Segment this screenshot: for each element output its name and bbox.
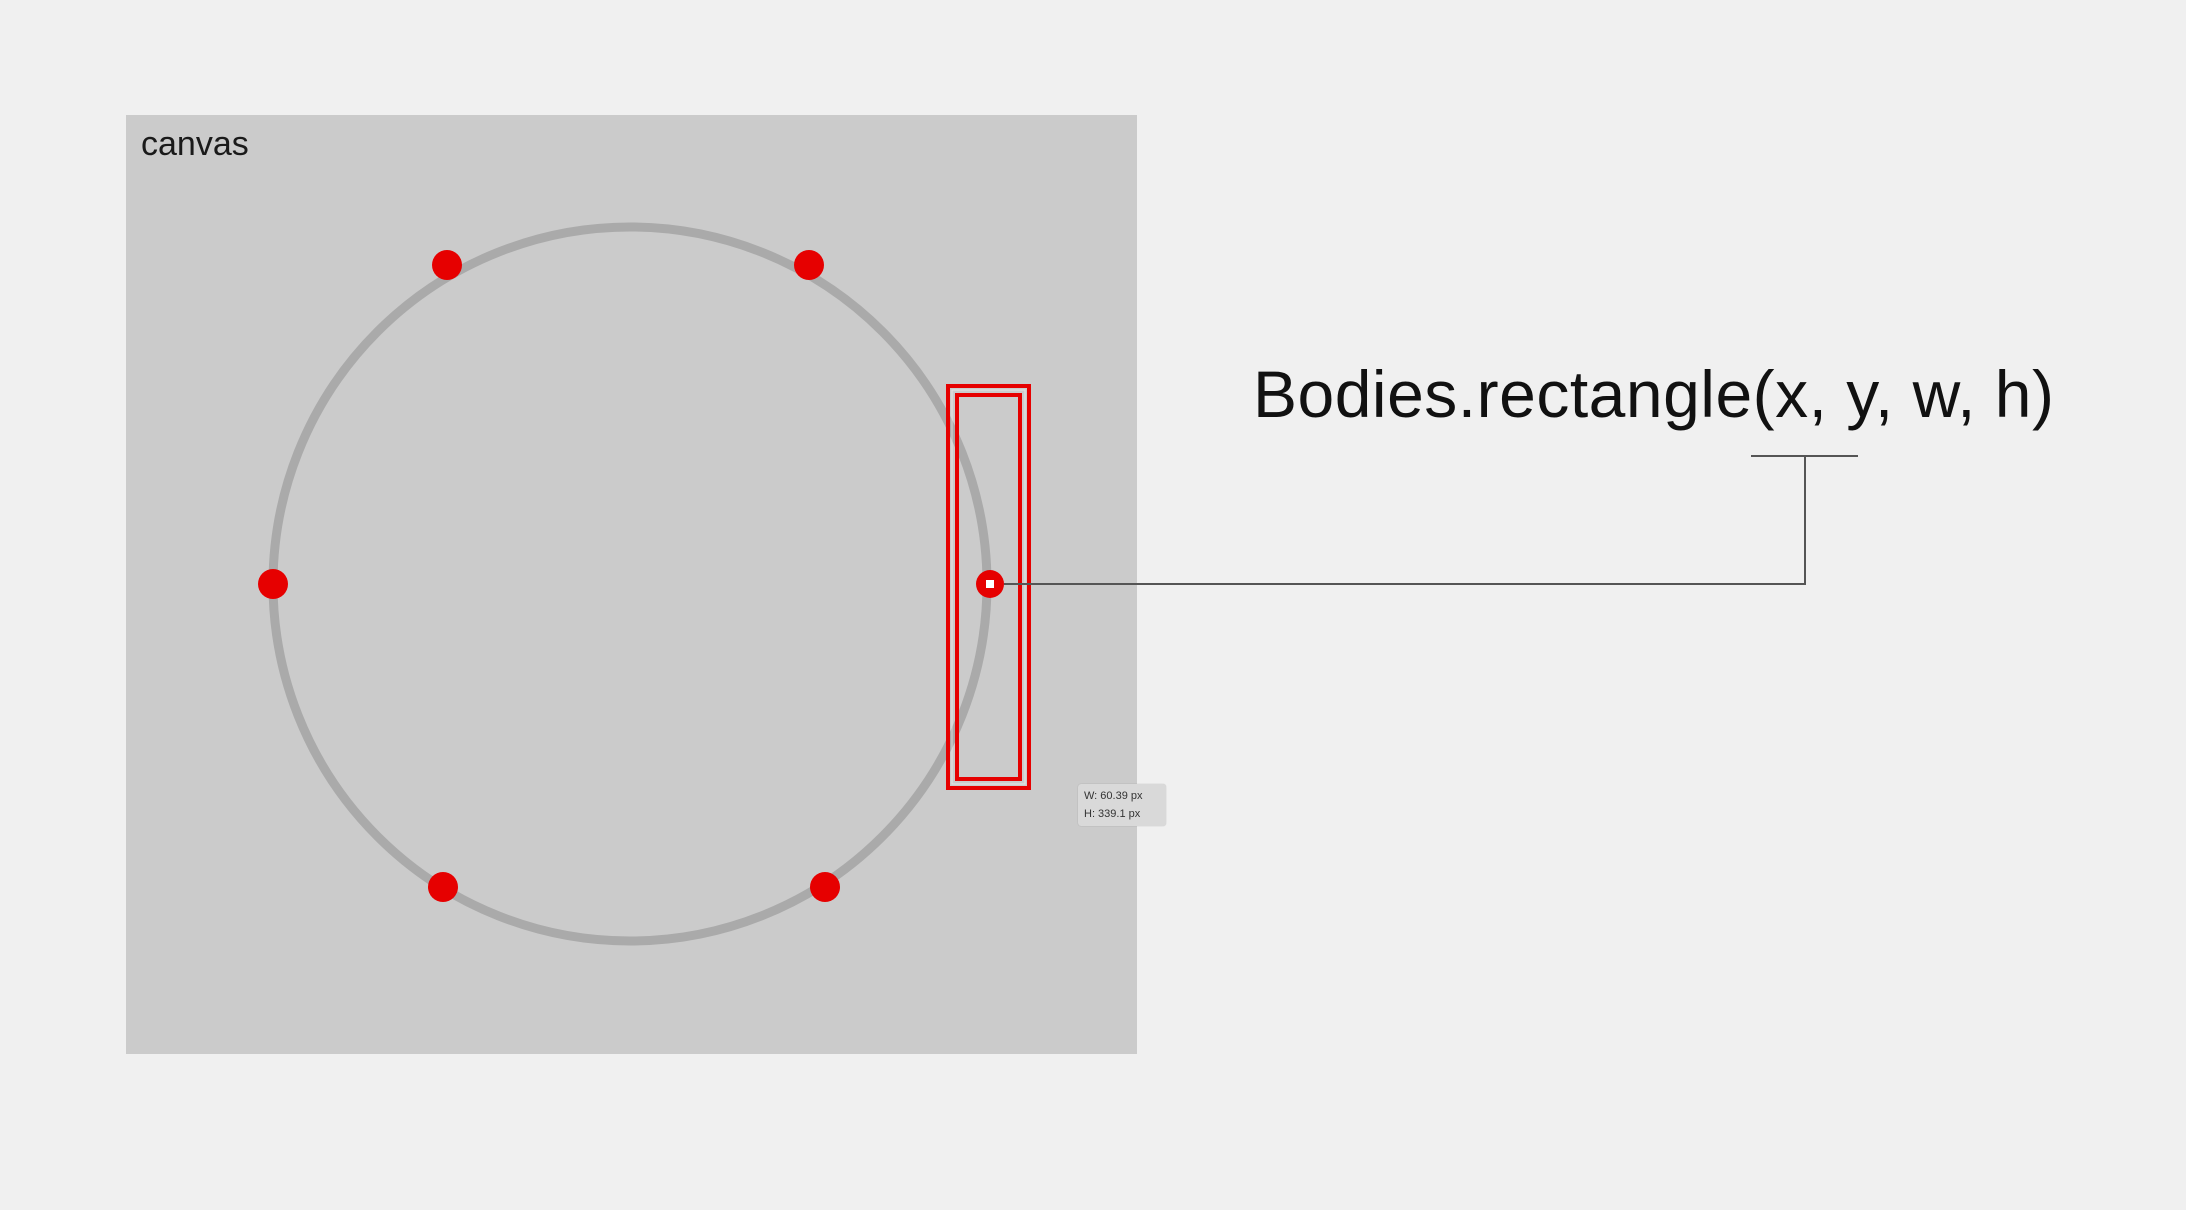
- rectangle-center-marker: [984, 578, 996, 590]
- tooltip-width: W: 60.39 px: [1084, 790, 1143, 802]
- guide-circle: [268, 222, 992, 946]
- circle-point-bottom-left: [428, 872, 458, 902]
- size-tooltip: W: 60.39 px H: 339.1 px: [1078, 784, 1166, 826]
- circle-point-left: [258, 569, 288, 599]
- circle-point-bottom-right: [810, 872, 840, 902]
- canvas-label: canvas: [141, 125, 249, 163]
- tooltip-height: H: 339.1 px: [1084, 808, 1141, 820]
- rectangle-selection-edge: [951, 389, 1026, 785]
- circle-point-top-right: [794, 250, 824, 280]
- connector-line: [1004, 456, 1806, 585]
- rectangle-body-outer[interactable]: [946, 384, 1031, 790]
- rectangle-body-inner: [955, 393, 1022, 781]
- canvas-panel: canvas: [126, 115, 1137, 1054]
- code-snippet: Bodies.rectangle(x, y, w, h): [1253, 357, 2055, 431]
- circle-point-top-left: [432, 250, 462, 280]
